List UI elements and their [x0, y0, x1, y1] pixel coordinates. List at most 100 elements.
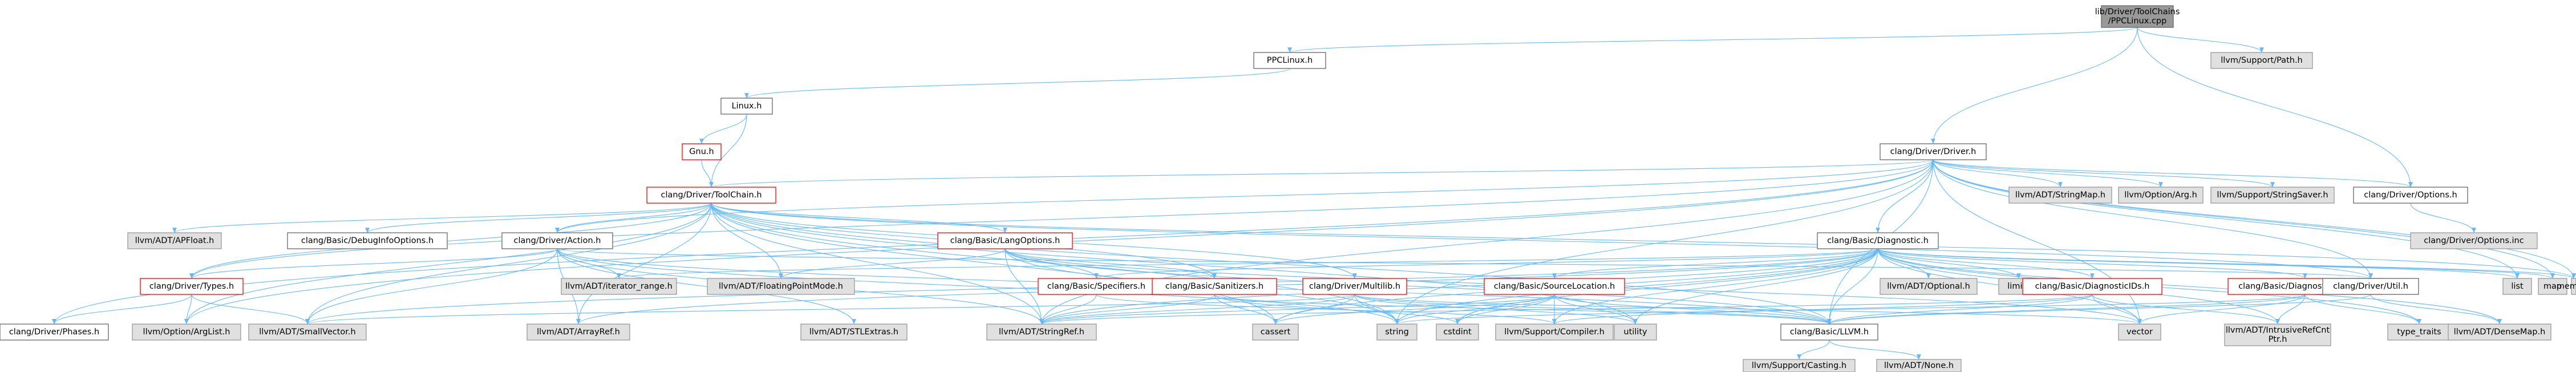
node-diagnosticids[interactable]: clang/Basic/DiagnosticIDs.h	[2022, 278, 2162, 295]
node-box	[2118, 324, 2161, 341]
node-langoptions[interactable]: clang/Basic/LangOptions.h	[937, 232, 1073, 249]
edge-sanitizers-to-cassert	[1214, 294, 1278, 325]
edge-driver_h-to-action_h	[555, 159, 1934, 233]
node-box	[2322, 278, 2419, 295]
node-stringref: llvm/ADT/StringRef.h	[986, 324, 1097, 341]
node-label: llvm/ADT/APFloat.h	[135, 236, 214, 245]
node-box	[1880, 143, 1987, 160]
edge-diagnostic_h-to-limits	[1877, 248, 2021, 279]
node-linux_h[interactable]: Linux.h	[720, 98, 773, 115]
edge-linux_h-to-toolchain_h	[709, 114, 747, 188]
edge-types_h-to-phases_h	[52, 294, 192, 325]
edge-langoptions-to-specifiers	[1005, 248, 1099, 279]
node-debuginfo[interactable]: clang/Basic/DebugInfoOptions.h	[287, 232, 448, 249]
node-map: map	[2538, 278, 2567, 295]
node-smallvector: llvm/ADT/SmallVector.h	[248, 324, 367, 341]
node-box	[1436, 324, 1479, 341]
node-label: map	[2543, 282, 2562, 291]
node-toolchain_h[interactable]: clang/Driver/ToolChain.h	[646, 187, 776, 204]
edge-toolchain_h-to-arrayref	[576, 203, 712, 325]
edge-driver_h-to-string	[1395, 159, 1934, 325]
node-adt_apfloat: llvm/ADT/APFloat.h	[127, 232, 222, 249]
node-driver_h[interactable]: clang/Driver/Driver.h	[1880, 143, 1987, 160]
edge-driver_h-to-options_h	[1933, 159, 2413, 188]
edge-diagnosticoptions-to-type_traits	[2304, 294, 2421, 325]
node-box	[1614, 324, 1657, 341]
node-adt_optional: llvm/ADT/Optional.h	[1880, 278, 1978, 295]
edge-diagnostic_h-to-iterator_range	[617, 248, 1878, 279]
node-phases_h[interactable]: clang/Driver/Phases.h	[0, 324, 109, 341]
edge-driver_h-to-diagnostic_h	[1876, 159, 1934, 233]
node-util_h[interactable]: clang/Driver/Util.h	[2322, 278, 2419, 295]
node-label: clang/Basic/LangOptions.h	[950, 236, 1060, 245]
edge-options_h-to-options_inc	[2410, 203, 2476, 233]
node-box	[1253, 52, 1326, 69]
node-label: llvm/ADT/DenseMap.h	[2454, 327, 2546, 337]
node-options_h[interactable]: clang/Driver/Options.h	[2353, 187, 2468, 204]
edge-driver_h-to-adt_stringmap	[1933, 159, 2063, 188]
edge-toolchain_h-to-utility	[711, 203, 1638, 325]
edge-multilib-to-llvm_h	[1354, 294, 1832, 325]
edge-specifiers-to-support_compiler	[1096, 294, 1557, 325]
node-action_h[interactable]: clang/Driver/Action.h	[501, 232, 613, 249]
edge-sourcelocation-to-stringref	[1039, 294, 1555, 325]
node-box	[2353, 187, 2468, 204]
node-box	[1743, 359, 1856, 372]
node-diagnostic_h[interactable]: clang/Basic/Diagnostic.h	[1817, 232, 1939, 249]
node-sanitizers[interactable]: clang/Basic/Sanitizers.h	[1152, 278, 1277, 295]
node-support_compiler: llvm/Support/Compiler.h	[1495, 324, 1614, 341]
node-box	[1376, 324, 1417, 341]
edge-toolchain_h-to-action_h	[555, 203, 712, 233]
node-specifiers[interactable]: clang/Basic/Specifiers.h	[1038, 278, 1155, 295]
node-root[interactable]: lib/Driver/ToolChains/PPCLinux.cpp	[2095, 5, 2180, 28]
node-stlextras: llvm/ADT/STLExtras.h	[800, 324, 908, 341]
node-label: type_traits	[2397, 327, 2441, 337]
node-types_h[interactable]: clang/Driver/Types.h	[140, 278, 244, 295]
node-ppclinux_h[interactable]: PPCLinux.h	[1253, 52, 1326, 69]
node-label: PPCLinux.h	[1267, 56, 1313, 65]
node-label: llvm/ADT/STLExtras.h	[809, 327, 898, 337]
edge-toolchain_h-to-memory	[711, 203, 2576, 279]
node-sourcelocation[interactable]: clang/Basic/SourceLocation.h	[1484, 278, 1625, 295]
edge-multilib-to-smallvector	[305, 294, 1355, 325]
node-llvm_h[interactable]: clang/Basic/LLVM.h	[1780, 324, 1878, 341]
node-box	[2210, 52, 2313, 69]
node-label: llvm/Support/StringSaver.h	[2217, 191, 2328, 200]
edge-toolchain_h-to-floatingpointmode	[711, 203, 783, 279]
node-cstdint: cstdint	[1436, 324, 1479, 341]
node-label: clang/Basic/Diagnostic.h	[1827, 236, 1929, 245]
edge-multilib-to-cassert	[1273, 294, 1355, 325]
node-label: string	[1385, 327, 1409, 337]
edge-toolchain_h-to-langoptions	[711, 203, 1007, 233]
node-label: llvm/ADT/ArrayRef.h	[537, 327, 620, 337]
node-multilib[interactable]: clang/Driver/Multilib.h	[1302, 278, 1407, 295]
edge-multilib-to-vector	[1354, 294, 2142, 325]
node-box	[646, 187, 776, 204]
node-label: clang/Basic/DebugInfoOptions.h	[301, 236, 434, 245]
edge-sourcelocation-to-cassert	[1273, 294, 1555, 325]
node-box	[707, 278, 855, 295]
node-label: llvm/ADT/StringMap.h	[2015, 191, 2105, 200]
node-label: list	[2511, 282, 2524, 291]
node-label: cassert	[1261, 327, 1291, 337]
edge-action_h-to-util_h	[557, 248, 2372, 279]
node-box	[2118, 187, 2204, 204]
node-box	[1302, 278, 1407, 295]
node-box	[800, 324, 908, 341]
node-box	[2101, 5, 2174, 28]
nodes-layer: lib/Driver/ToolChains/PPCLinux.cppPPCLin…	[0, 5, 2576, 372]
node-label: clang/Basic/Specifiers.h	[1047, 282, 1145, 291]
node-adt_none: llvm/ADT/None.h	[1876, 359, 1962, 372]
node-box	[561, 278, 677, 295]
node-label: llvm/ADT/None.h	[1884, 361, 1954, 370]
edge-sourcelocation-to-utility	[1554, 294, 1638, 325]
edge-gnu_h-to-toolchain_h	[701, 159, 714, 188]
edge-diagnostic_h-to-sourcelocation	[1552, 248, 1878, 279]
node-box	[132, 324, 241, 341]
edge-diagnosticoptions-to-string	[1395, 294, 2306, 325]
node-support_casting: llvm/Support/Casting.h	[1743, 359, 1856, 372]
edge-diagnostic_h-to-specifiers	[1094, 248, 1878, 279]
node-box	[937, 232, 1073, 249]
node-gnu_h[interactable]: Gnu.h	[682, 143, 722, 160]
